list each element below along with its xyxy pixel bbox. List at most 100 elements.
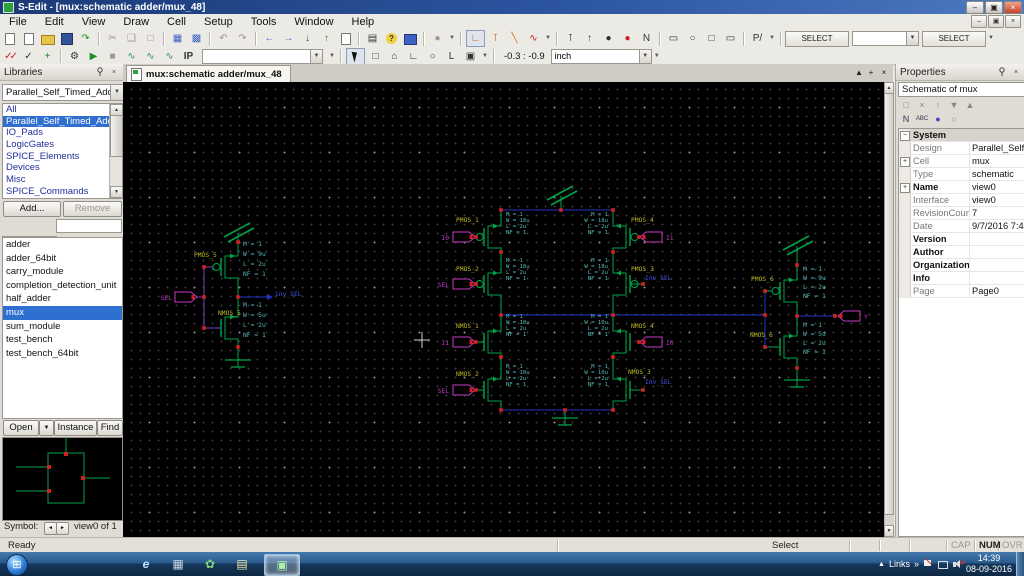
copy-icon[interactable]: ❏ <box>127 33 136 44</box>
nmos-1-symbol[interactable] <box>487 315 502 357</box>
path-tool-icon[interactable]: ∟ <box>408 50 419 62</box>
tab-scroll-icon[interactable]: ▲ <box>855 68 863 77</box>
scroll-down-icon[interactable]: ▼ <box>110 186 122 198</box>
check-icon[interactable]: ✓ <box>24 50 33 62</box>
sort-desc-icon[interactable]: ▲ <box>965 100 975 110</box>
tab-new-icon[interactable]: + <box>868 68 874 77</box>
port-symbol[interactable] <box>837 310 861 322</box>
device-label[interactable]: PMOS_3 <box>631 266 654 273</box>
device-label[interactable]: PMOS_4 <box>631 217 654 224</box>
port-label-y[interactable]: Y <box>864 314 868 321</box>
vdd-symbol[interactable] <box>550 190 578 206</box>
net-label-inv-sel[interactable]: inv_SEL <box>275 291 302 298</box>
pmos-5-bubble[interactable] <box>212 263 221 271</box>
taskbar-icon-ledit[interactable]: ✿ <box>204 557 216 571</box>
port-label-i1[interactable]: I1 <box>666 235 674 242</box>
schematic-svg[interactable]: PMOS_5 NMOS_5 PMOS_1 PMOS_2 PMOS_4 PMOS_… <box>123 82 884 537</box>
property-value[interactable] <box>970 233 1024 245</box>
cell-item[interactable]: half_adder <box>6 293 51 305</box>
open-icon[interactable] <box>39 31 56 46</box>
child-minimize-button[interactable]: – <box>971 15 987 28</box>
taskbar-icon-browser[interactable]: e <box>142 557 150 571</box>
library-dropdown-arrow[interactable]: ▼ <box>110 85 123 100</box>
instance-dropdown-icon[interactable]: ▼ <box>482 52 488 59</box>
device-label[interactable]: NMOS_5 <box>218 310 241 317</box>
find-cell-button[interactable]: Find <box>97 420 123 436</box>
vdd-symbol[interactable] <box>546 185 574 201</box>
close-button[interactable]: × <box>1004 1 1022 14</box>
property-row-type[interactable]: Type schematic <box>899 168 1024 181</box>
links-chevron-icon[interactable]: » <box>913 559 919 569</box>
rect-tool-icon[interactable]: □ <box>372 50 379 62</box>
waveform-current-icon[interactable]: ∿ <box>146 50 155 62</box>
title-bar[interactable]: S-Edit - [mux:schematic adder/mux_48] – … <box>0 0 1024 14</box>
device-label[interactable]: NMOS_6 <box>750 332 773 339</box>
noconnect-icon[interactable]: N <box>642 33 651 44</box>
circle-tool-icon[interactable]: ○ <box>429 50 436 62</box>
property-row-name[interactable]: + Name view0 <box>899 181 1024 194</box>
ip-icon[interactable]: IP <box>183 50 194 62</box>
menu-help[interactable]: Help <box>351 15 375 28</box>
pop-out-icon[interactable]: ↑ <box>324 33 329 44</box>
wire-tool-icon[interactable]: ∟ <box>466 30 485 47</box>
view-thumbnails-icon[interactable]: ▩ <box>191 33 202 44</box>
property-value[interactable] <box>970 246 1024 258</box>
port-label-sel[interactable]: SEL <box>438 388 450 395</box>
taskbar-icon-explorer[interactable]: ▦ <box>172 557 184 571</box>
library-item[interactable]: SPICE_Commands <box>6 185 89 197</box>
add-library-button[interactable]: Add... <box>3 201 61 217</box>
device-label[interactable]: NMOS_1 <box>456 323 479 330</box>
setup-simulation-icon[interactable]: ⚙ <box>70 50 79 62</box>
pmos-4-symbol[interactable] <box>612 210 627 252</box>
device-label[interactable]: PMOS_1 <box>456 217 479 224</box>
nmos-6-symbol[interactable] <box>783 316 798 368</box>
run-simulation-icon[interactable]: ▶ <box>89 50 98 62</box>
property-subject[interactable]: Schematic of mux <box>898 82 1024 97</box>
probe-icon[interactable]: + <box>44 50 51 62</box>
port-symbol[interactable] <box>174 291 198 303</box>
library-item[interactable]: LogicGates <box>6 139 55 151</box>
device-label[interactable]: PMOS_5 <box>194 252 217 259</box>
select-mode-left[interactable]: SELECT <box>785 30 849 47</box>
waveform-charge-icon[interactable]: ∿ <box>165 50 174 62</box>
netlabel-tool-icon[interactable]: ● <box>605 33 612 44</box>
help-icon[interactable]: ? <box>383 31 400 46</box>
push-into-icon[interactable]: ↓ <box>305 33 310 44</box>
maximize-button[interactable]: ▣ <box>985 1 1003 14</box>
close-panel-icon[interactable]: × <box>111 69 117 76</box>
menu-file[interactable]: File <box>9 15 27 28</box>
symbol-prev-icon[interactable]: ◄ <box>44 522 57 535</box>
remove-library-button[interactable]: Remove <box>63 201 122 217</box>
select-tool-icon[interactable] <box>346 47 365 65</box>
library-item[interactable]: Devices <box>6 162 40 174</box>
library-item[interactable]: Misc <box>6 174 26 186</box>
values-icon[interactable]: ● <box>935 114 941 124</box>
save-icon[interactable] <box>58 31 75 46</box>
cell-item[interactable]: test_bench_64bit <box>6 347 79 359</box>
global-port-icon[interactable]: ● <box>624 33 631 44</box>
library-list-scrollbar[interactable]: ▲ ▼ <box>109 104 122 198</box>
volume-muted-icon[interactable] <box>953 559 965 570</box>
expand-icon[interactable]: + <box>900 183 910 193</box>
redo-icon[interactable]: ↷ <box>238 33 247 44</box>
select-dropdown-icon[interactable]: ▼ <box>988 35 994 41</box>
pmos-6-bubble[interactable] <box>771 287 780 295</box>
child-close-button[interactable]: × <box>1005 15 1021 28</box>
sort-asc-icon[interactable]: ▼ <box>949 100 959 110</box>
property-value[interactable] <box>970 259 1024 271</box>
annotation-icon[interactable]: P/ <box>752 33 763 44</box>
delete-property-icon[interactable]: × <box>919 100 925 110</box>
nmos-3-symbol[interactable] <box>612 357 627 410</box>
collapse-icon[interactable]: − <box>900 131 910 141</box>
property-row-date[interactable]: Date 9/7/2016 7:49:47 <box>899 220 1024 233</box>
menu-window[interactable]: Window <box>294 15 334 28</box>
device-label[interactable]: NMOS_3 <box>628 369 651 376</box>
paste-icon[interactable]: □ <box>147 33 154 44</box>
visibility-icon[interactable]: ○ <box>951 114 957 124</box>
back-icon[interactable]: ← <box>264 33 275 44</box>
nmos-4-symbol[interactable] <box>612 315 627 357</box>
start-button[interactable]: ⊞ <box>6 554 28 576</box>
property-section-system[interactable]: − System <box>899 129 1024 142</box>
action-center-icon[interactable] <box>923 557 934 570</box>
circle-shape-icon[interactable]: ○ <box>689 33 696 44</box>
